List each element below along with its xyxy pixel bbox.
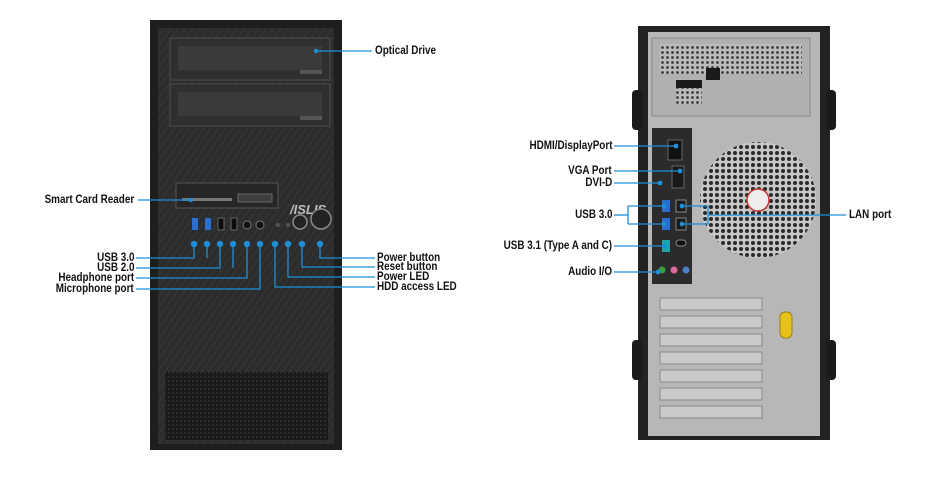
rear-case [632,26,836,440]
power-button [310,208,332,230]
rear-side-rail-left [632,90,642,130]
rear-callout-dots [655,143,685,275]
label-front-usb20: USB 2.0 [96,262,134,274]
headphone-jack [242,220,252,230]
front-vent [165,372,328,440]
label-vga-port: VGA Port [568,165,612,177]
label-usb31: USB 3.1 (Type A and C) [503,240,612,252]
microphone-jack [255,220,265,230]
expansion-slots [659,297,763,419]
front-usb30-ports [192,218,211,230]
label-front-usb30: USB 3.0 [96,252,134,264]
front-callouts [136,50,375,290]
label-hdd-access-led: HDD access LED [377,281,457,293]
hdd-led [276,223,280,227]
rear-lock-handle [779,311,793,339]
label-optical-drive: Optical Drive [375,45,437,57]
psu [651,37,811,117]
label-lan-port: LAN port [849,209,892,221]
label-reset-button: Reset button [377,261,438,273]
front-case: /ISLIS [150,20,342,450]
label-headphone-port: Headphone port [58,272,134,284]
optical-drive-bay [169,37,331,127]
reset-button [292,214,308,230]
power-led [286,223,290,227]
label-microphone-port: Microphone port [55,283,134,295]
smart-card-reader-panel [175,182,279,209]
label-hdmi-displayport: HDMI/DisplayPort [529,140,612,152]
rear-callouts [614,145,846,273]
label-audio-io: Audio I/O [568,266,612,278]
label-dvi-d: DVI-D [585,177,612,189]
front-callout-dots [188,48,324,248]
rear-fan [700,142,816,258]
label-power-button: Power button [377,252,441,264]
front-usb20-ports [217,217,238,231]
rear-side-rail-right [826,90,836,130]
label-power-led: Power LED [377,271,430,283]
label-rear-usb30: USB 3.0 [574,209,612,221]
label-smart-card-reader: Smart Card Reader [44,194,134,206]
